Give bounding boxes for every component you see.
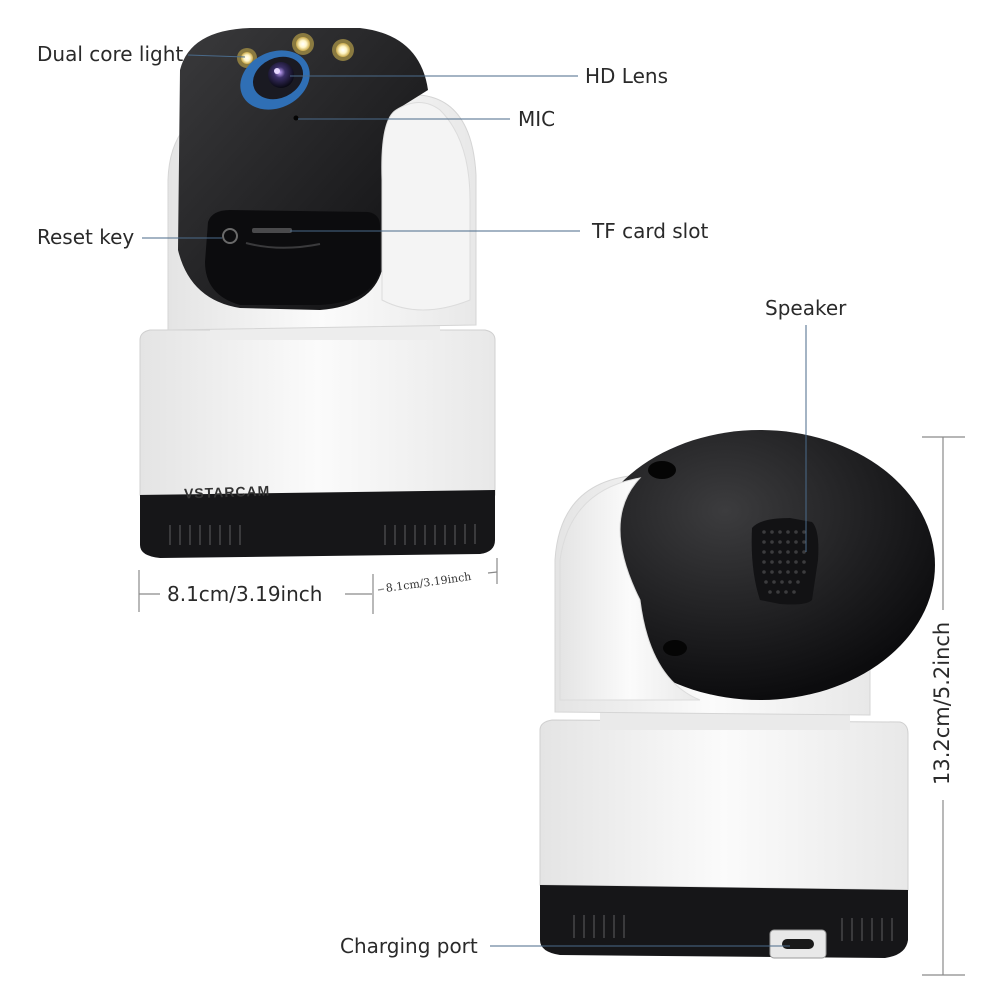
label-speaker: Speaker: [765, 296, 847, 320]
label-mic: MIC: [518, 107, 556, 131]
speaker-holes: [762, 530, 806, 594]
label-tf-card-slot: TF card slot: [592, 219, 709, 243]
brand-logo: VSTARCAM: [183, 482, 271, 502]
tf-slot: [252, 228, 292, 233]
label-charging-port: Charging port: [340, 934, 478, 958]
front-camera: [139, 28, 496, 558]
reset-key: [222, 228, 238, 244]
label-reset-key: Reset key: [37, 225, 135, 249]
front-base-white: [139, 329, 496, 496]
dim-width-front: 8.1cm/3.19inch: [167, 582, 323, 606]
back-camera: [539, 430, 935, 959]
label-hd-lens: HD Lens: [585, 64, 668, 88]
mic-hole: [293, 115, 299, 121]
callout-lines: [142, 54, 807, 947]
front-base-black-band: [140, 490, 495, 558]
front-width-dim-line: [138, 558, 498, 614]
height-dim-line: [922, 436, 965, 976]
speaker-grill: [751, 518, 819, 605]
back-base-white: [539, 719, 909, 891]
dim-height: 13.2cm/5.2inch: [930, 621, 954, 785]
label-dual-core-light: Dual core light: [37, 42, 184, 66]
